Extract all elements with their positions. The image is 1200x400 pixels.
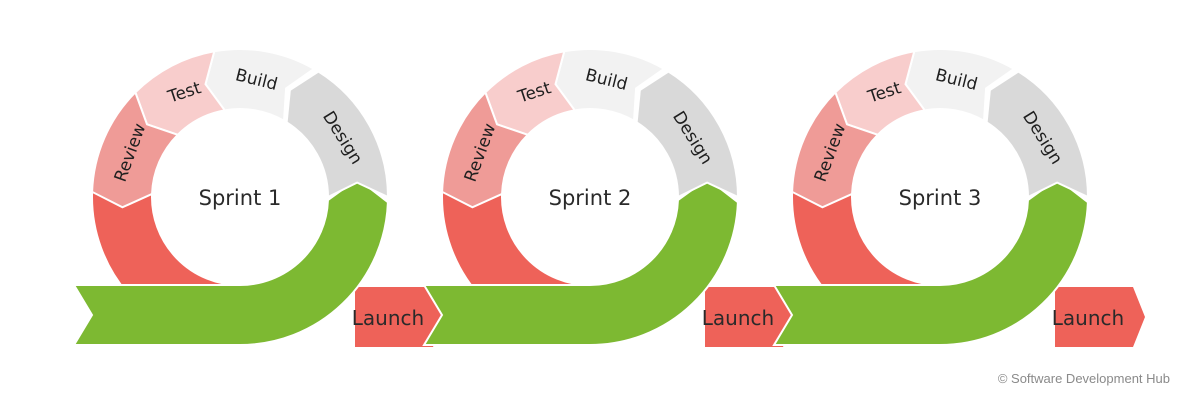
copyright-credit: © Software Development Hub bbox=[997, 371, 1170, 386]
green-sprint-arrow bbox=[422, 177, 739, 346]
launch-label: Launch bbox=[702, 306, 774, 330]
phase-segment-review bbox=[91, 90, 180, 209]
phase-segment-build bbox=[554, 48, 666, 123]
phase-segment-build bbox=[204, 48, 316, 123]
phase-segment-design bbox=[285, 70, 390, 199]
launch-label: Launch bbox=[352, 306, 424, 330]
sprint-1-label: Sprint 1 bbox=[199, 186, 282, 210]
launch-arrow bbox=[1055, 287, 1145, 347]
green-sprint-arrow bbox=[72, 177, 389, 346]
phase-segment-build bbox=[904, 48, 1016, 123]
phase-segment-review bbox=[441, 90, 530, 209]
phase-segment-review bbox=[791, 90, 880, 209]
sprint-3-label: Sprint 3 bbox=[899, 186, 982, 210]
launch-arrow bbox=[705, 287, 795, 347]
green-sprint-arrow bbox=[772, 177, 1089, 346]
phase-segment-design bbox=[635, 70, 740, 199]
launch-arrow bbox=[355, 287, 445, 347]
sprint-2-label: Sprint 2 bbox=[549, 186, 632, 210]
launch-label: Launch bbox=[1052, 306, 1124, 330]
phase-segment-design bbox=[985, 70, 1090, 199]
